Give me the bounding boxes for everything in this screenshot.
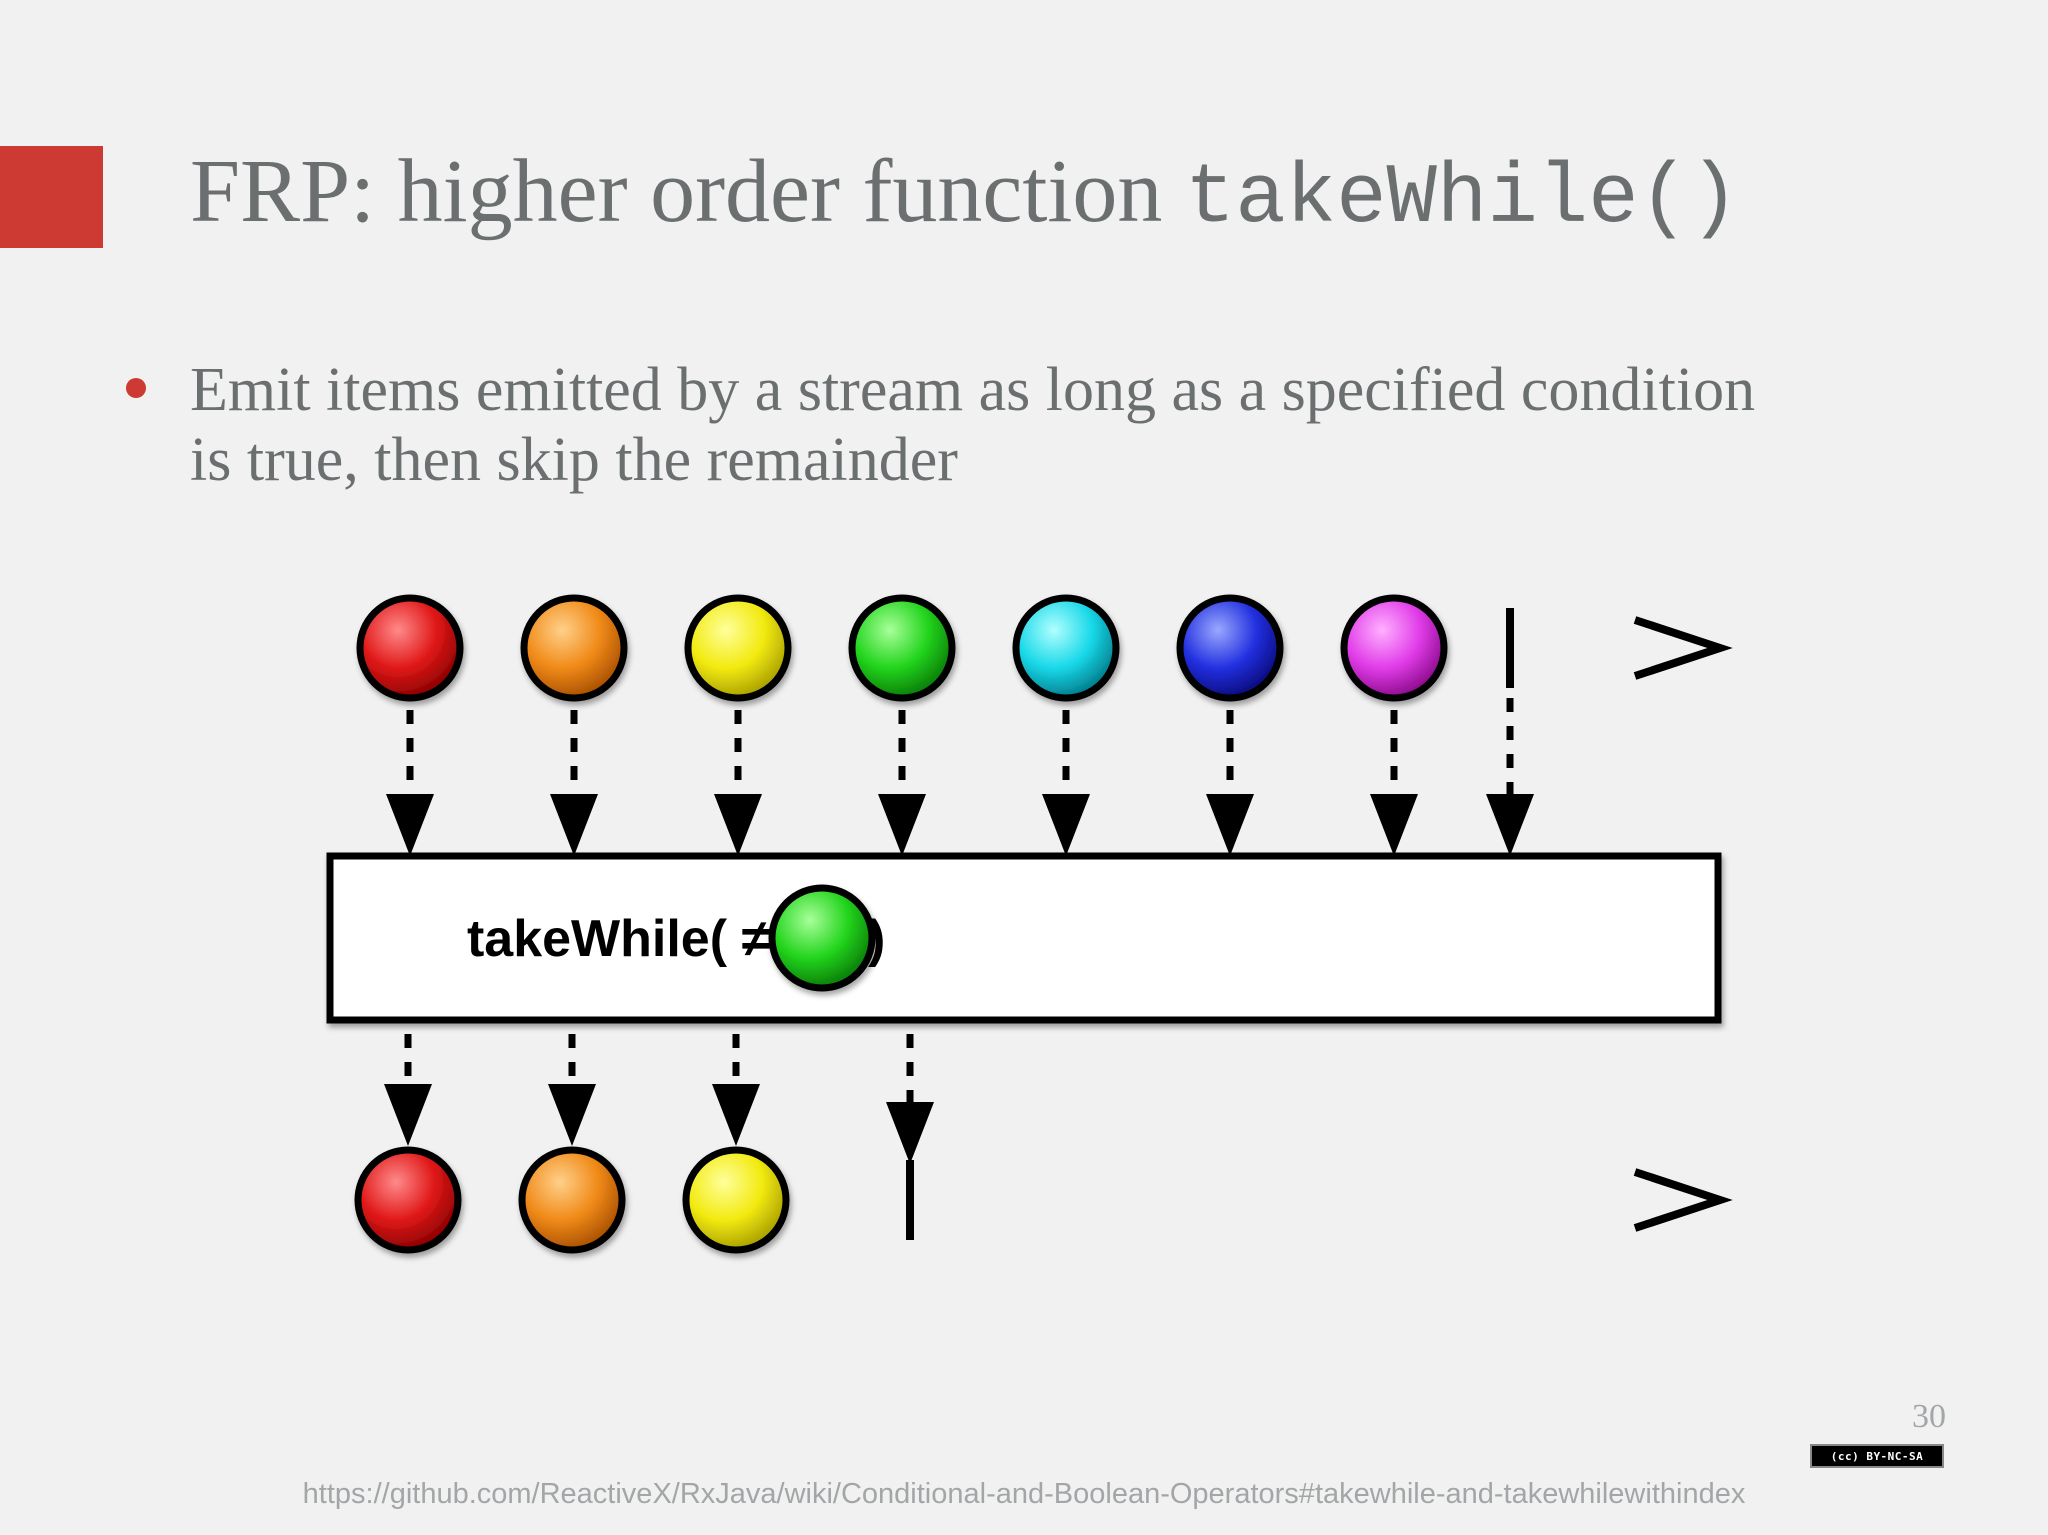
input-drop-arrow (550, 710, 598, 856)
input-drop-arrow-head (714, 794, 762, 856)
slide-title-code: takeWhile() (1184, 152, 1740, 247)
input-drop-arrow (1206, 710, 1254, 856)
input-drop-arrow (878, 710, 926, 856)
output-drop-arrow (384, 1034, 432, 1146)
page-number: 30 (1912, 1398, 1946, 1435)
operator-box (326, 852, 1722, 1024)
output-complete-drop-arrow (886, 1034, 934, 1164)
operator-label: takeWhile( ≠ (467, 910, 770, 968)
input-marble-blue (1176, 594, 1284, 702)
input-drop-arrow-head (550, 794, 598, 856)
input-marble-green (848, 594, 956, 702)
slide-title: FRP: higher order function takeWhile() (190, 140, 1739, 249)
source-url[interactable]: https://github.com/ReactiveX/RxJava/wiki… (302, 1478, 1746, 1510)
operator-predicate-marble (768, 884, 876, 992)
input-marble-red (356, 594, 464, 702)
output-drop-arrow-head (384, 1084, 432, 1146)
slide-title-text: FRP: higher order function (190, 142, 1185, 241)
input-drop-arrow-head (386, 794, 434, 856)
input-drop-arrow (1042, 710, 1090, 856)
input-drop-arrow-head (878, 794, 926, 856)
input-drop-arrow (386, 710, 434, 856)
marble-diagram: takeWhile( ≠ ) (326, 594, 1733, 1254)
input-timeline-arrowhead (1633, 616, 1733, 680)
output-drop-arrow (548, 1034, 596, 1146)
output-marble-red (354, 1146, 462, 1254)
input-marble-cyan (1012, 594, 1120, 702)
input-drop-arrow-head (1370, 794, 1418, 856)
operator-label-closing: ) (868, 910, 885, 968)
output-complete-drop-arrow-head (886, 1102, 934, 1164)
bullet-text: Emit items emitted by a stream as long a… (190, 356, 1756, 494)
input-marble-magenta (1340, 594, 1448, 702)
output-drop-arrow-head (548, 1084, 596, 1146)
input-complete-drop-arrow-head (1486, 794, 1534, 856)
output-drop-arrow-head (712, 1084, 760, 1146)
input-complete-drop-arrow (1486, 698, 1534, 856)
title-accent-bar (0, 146, 103, 248)
input-drop-arrow-head (1206, 794, 1254, 856)
output-marble-orange (518, 1146, 626, 1254)
input-drop-arrow (714, 710, 762, 856)
input-drop-arrow-head (1042, 794, 1090, 856)
input-drop-arrow (1370, 710, 1418, 856)
output-marble-yellow (682, 1146, 790, 1254)
output-drop-arrow (712, 1034, 760, 1146)
input-marble-orange (520, 594, 628, 702)
input-marble-yellow (684, 594, 792, 702)
output-timeline-arrowhead (1633, 1168, 1733, 1232)
license-badge: (cc) BY-NC-SA (1810, 1444, 1944, 1468)
bullet-dot (126, 378, 146, 398)
